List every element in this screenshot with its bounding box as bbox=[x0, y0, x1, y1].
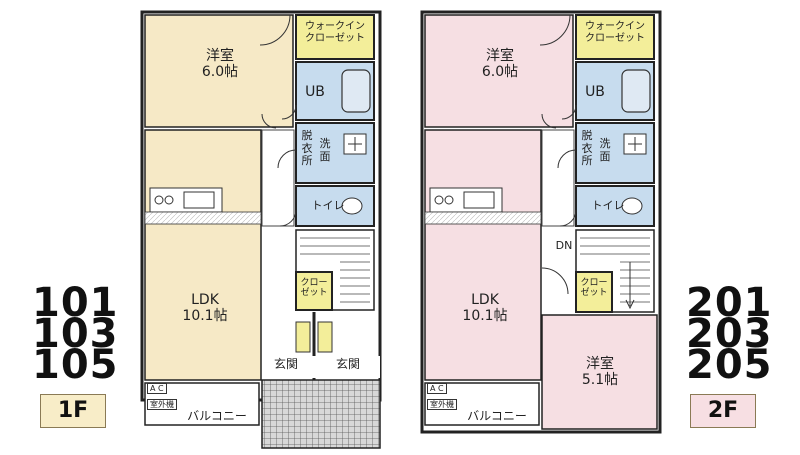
1f-outdoor-unit-label: 室外機 bbox=[147, 399, 177, 410]
2f-walk-in-closet-label: ウォークイン クローゼット bbox=[585, 21, 645, 44]
1f-entrance-right-label: 玄関 bbox=[335, 357, 360, 371]
unit-number: 205 bbox=[686, 342, 773, 388]
unit-number: 103 bbox=[32, 311, 119, 357]
2f-stairs-down-label: DN bbox=[555, 239, 573, 252]
1f-balcony-label: バルコニー bbox=[187, 409, 247, 423]
unit-number: 101 bbox=[32, 280, 119, 326]
2f-balcony-label: バルコニー bbox=[467, 409, 527, 423]
1f-ldk-label: LDK 10.1帖 bbox=[182, 292, 228, 325]
1f-closet-label: クロー ゼット bbox=[300, 278, 328, 299]
units-2f-list: 201 203 205 bbox=[686, 280, 773, 388]
1f-bath-label: UB bbox=[305, 84, 325, 100]
2f-washroom-label: 脱 衣 所 bbox=[581, 129, 593, 168]
unit-number: 201 bbox=[686, 280, 773, 326]
1f-western-room-label: 洋室 6.0帖 bbox=[201, 48, 239, 81]
1f-ac-label: A C bbox=[147, 383, 167, 394]
2f-western-room-label: 洋室 6.0帖 bbox=[481, 48, 519, 81]
2f-closet-label: クロー ゼット bbox=[580, 278, 608, 299]
unit-number: 203 bbox=[686, 311, 773, 357]
2f-ac-label: A C bbox=[427, 383, 447, 394]
units-1f-list: 101 103 105 bbox=[32, 280, 119, 388]
unit-number: 105 bbox=[32, 342, 119, 388]
1f-entrance-left-label: 玄関 bbox=[273, 357, 298, 371]
floor-badge-1f: 1F bbox=[40, 394, 106, 428]
2f-washbasin-label: 洗 面 bbox=[599, 137, 611, 163]
1f-walk-in-closet-label: ウォークイン クローゼット bbox=[305, 21, 365, 44]
plan-2f-shapes bbox=[420, 10, 662, 434]
1f-washroom-label: 脱 衣 所 bbox=[301, 129, 313, 168]
2f-western-room-small-label: 洋室 5.1帖 bbox=[581, 356, 619, 389]
2f-toilet-label: トイレ bbox=[591, 199, 625, 212]
floor-badge-2f: 2F bbox=[690, 394, 756, 428]
2f-outdoor-unit-label: 室外機 bbox=[427, 399, 457, 410]
2f-ldk-label: LDK 10.1帖 bbox=[462, 292, 508, 325]
1f-washbasin-label: 洗 面 bbox=[319, 137, 331, 163]
plan-1f-shapes bbox=[140, 10, 382, 449]
2f-bath-label: UB bbox=[585, 84, 605, 100]
1f-toilet-label: トイレ bbox=[311, 199, 345, 212]
